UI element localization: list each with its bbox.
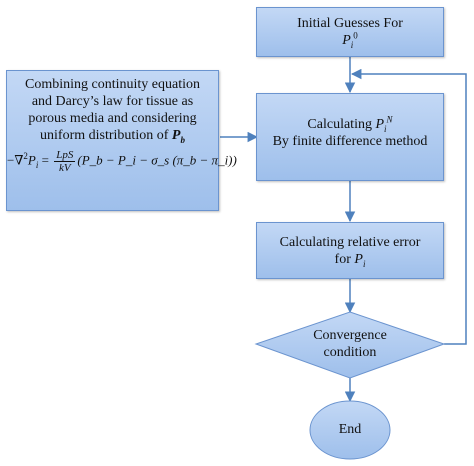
calculating-line-2: By finite difference method — [272, 134, 428, 149]
loop-back-connector — [350, 68, 467, 345]
end-ellipse — [309, 400, 391, 460]
relative-error-line-1: Calculating relative error — [279, 235, 421, 250]
initial-guesses-label: Initial Guesses For — [297, 16, 403, 31]
combining-line-4: uniform distribution of Pb — [40, 128, 185, 145]
combining-line-1: Combining continuity equation — [25, 77, 200, 92]
initial-guesses-box: Initial Guesses For Pi0 — [256, 7, 444, 57]
end-label: End — [338, 422, 362, 437]
combining-equation-box: Combining continuity equation and Darcy’… — [6, 70, 237, 211]
combining-line-2: and Darcy’s law for tissue as — [31, 94, 194, 109]
calculating-box: Calculating PiN By finite difference met… — [256, 93, 444, 181]
initial-guesses-var: Pi0 — [342, 30, 358, 50]
calculating-line-1: Calculating PiN — [307, 114, 393, 134]
combining-line-3: porous media and considering — [28, 111, 197, 126]
relative-error-box: Calculating relative error for Pi — [256, 222, 444, 279]
relative-error-line-2: for Pi — [334, 252, 366, 269]
convergence-diamond — [254, 311, 446, 379]
convergence-label: Convergence condition — [313, 328, 387, 360]
